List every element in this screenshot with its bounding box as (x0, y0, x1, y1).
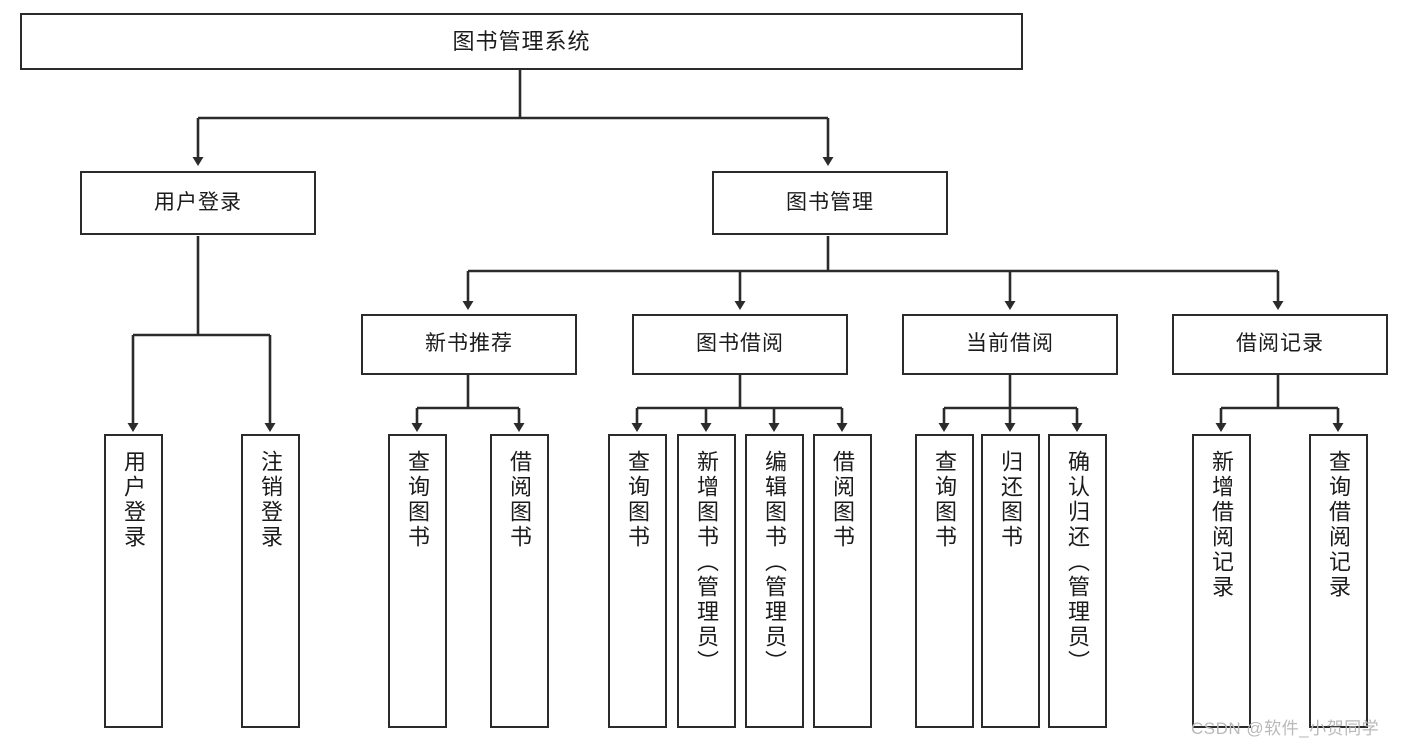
leaf-record-query-record-label: 查询借阅记录 (1326, 450, 1352, 600)
node-borrow-record-label: 借阅记录 (1236, 332, 1324, 356)
leaf-user-login-signin-label: 用户登录 (121, 450, 147, 550)
node-book-borrow[interactable]: 图书借阅 (632, 314, 848, 375)
csdn-watermark: CSDN @软件_小贺同学 (1191, 719, 1380, 738)
leaf-record-add-record[interactable]: 新增借阅记录 (1192, 434, 1251, 728)
leaf-record-query-record[interactable]: 查询借阅记录 (1309, 434, 1368, 728)
leaf-recommend-borrow-book[interactable]: 借阅图书 (490, 434, 549, 728)
leaf-borrow-query-book[interactable]: 查询图书 (608, 434, 667, 728)
node-borrow-record[interactable]: 借阅记录 (1172, 314, 1388, 375)
leaf-borrow-add-book-admin[interactable]: 新增图书（管理员） (677, 434, 736, 728)
node-book-management-label: 图书管理 (786, 190, 874, 214)
leaf-user-login-signout-label: 注销登录 (258, 450, 284, 550)
node-book-management[interactable]: 图书管理 (712, 171, 948, 235)
leaf-borrow-add-book-admin-label: 新增图书（管理员） (694, 450, 720, 675)
leaf-recommend-query-book[interactable]: 查询图书 (388, 434, 447, 728)
node-user-login-label: 用户登录 (154, 190, 242, 214)
leaf-borrow-borrow-book[interactable]: 借阅图书 (813, 434, 872, 728)
leaf-recommend-borrow-book-label: 借阅图书 (507, 450, 533, 550)
leaf-recommend-query-book-label: 查询图书 (405, 450, 431, 550)
node-book-borrow-label: 图书借阅 (696, 332, 784, 356)
node-user-login[interactable]: 用户登录 (80, 171, 316, 235)
leaf-user-login-signin[interactable]: 用户登录 (104, 434, 163, 728)
leaf-borrow-borrow-book-label: 借阅图书 (830, 450, 856, 550)
leaf-current-return-book[interactable]: 归还图书 (981, 434, 1040, 728)
node-root-system-label: 图书管理系统 (452, 28, 591, 54)
leaf-current-query-book-label: 查询图书 (932, 450, 958, 550)
leaf-current-confirm-return-admin[interactable]: 确认归还（管理员） (1048, 434, 1107, 728)
leaf-current-query-book[interactable]: 查询图书 (915, 434, 974, 728)
leaf-current-confirm-return-admin-label: 确认归还（管理员） (1065, 450, 1091, 675)
node-root-system[interactable]: 图书管理系统 (20, 13, 1023, 70)
leaf-borrow-edit-book-admin-label: 编辑图书（管理员） (762, 450, 788, 675)
leaf-borrow-query-book-label: 查询图书 (625, 450, 651, 550)
leaf-record-add-record-label: 新增借阅记录 (1209, 450, 1235, 600)
node-new-book-recommend[interactable]: 新书推荐 (361, 314, 577, 375)
leaf-borrow-edit-book-admin[interactable]: 编辑图书（管理员） (745, 434, 804, 728)
node-new-book-recommend-label: 新书推荐 (425, 332, 513, 356)
node-current-borrow-label: 当前借阅 (966, 332, 1054, 356)
node-current-borrow[interactable]: 当前借阅 (902, 314, 1118, 375)
leaf-current-return-book-label: 归还图书 (998, 450, 1024, 550)
leaf-user-login-signout[interactable]: 注销登录 (241, 434, 300, 728)
